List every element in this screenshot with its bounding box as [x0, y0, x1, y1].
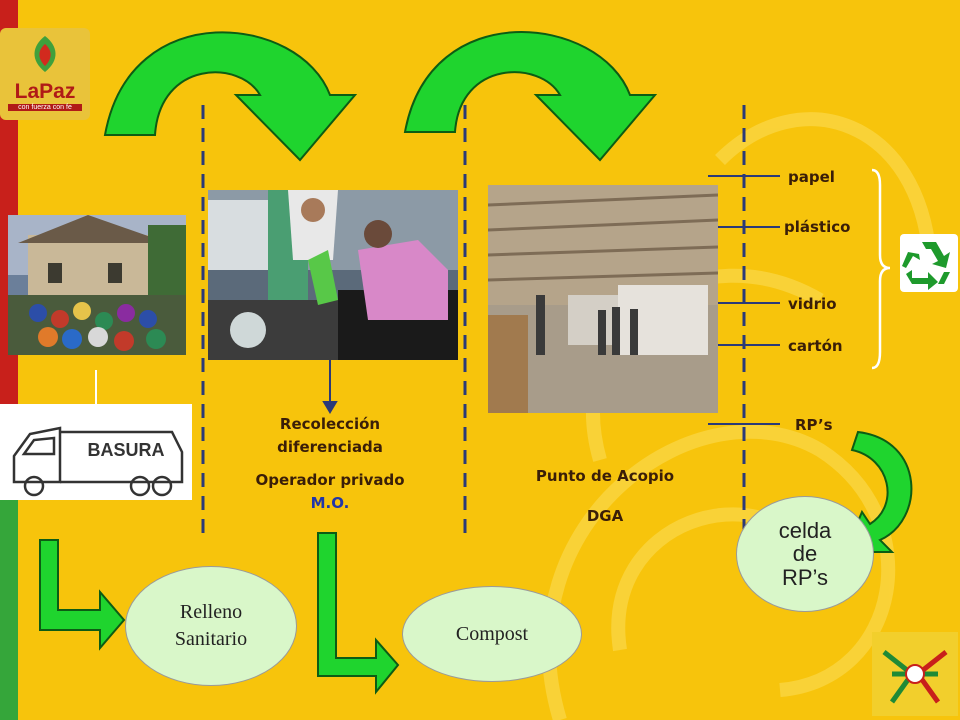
- node-compost: Compost: [402, 586, 582, 682]
- lapaz-logo: LaPaz con fuerza con fe: [0, 28, 90, 120]
- arrow-top-1: [103, 31, 358, 162]
- celda-line1: celda: [778, 518, 832, 544]
- node-relleno-sanitario: Relleno Sanitario: [125, 566, 297, 686]
- collection-label: Recolección diferenciada Operador privad…: [220, 413, 440, 515]
- arrow-bottom-1: [39, 539, 126, 651]
- collection-line2: diferenciada: [277, 438, 383, 456]
- material-vidrio: vidrio: [788, 295, 837, 313]
- material-brace: [871, 168, 891, 370]
- collection-line4: M.O.: [310, 494, 350, 512]
- material-papel: papel: [788, 168, 835, 186]
- recycle-icon: [900, 234, 958, 292]
- truck-label: BASURA: [87, 440, 165, 460]
- material-carton: cartón: [788, 337, 843, 355]
- collection-point-label: Punto de Acopio DGA: [495, 456, 715, 536]
- photo-community: [8, 215, 186, 355]
- node-celda-rps: celda de RP’s: [736, 496, 874, 612]
- truck-panel: BASURA: [0, 404, 192, 500]
- collection-point-line1: Punto de Acopio: [535, 467, 675, 485]
- truck-icon: [12, 426, 184, 497]
- logo-emblem-icon: [34, 36, 56, 72]
- logo-title: LaPaz: [14, 80, 76, 103]
- photo-warehouse: [488, 185, 718, 413]
- emblem-icon: [872, 632, 958, 716]
- collection-point-line2: DGA: [586, 507, 624, 525]
- relleno-line1: Relleno: [179, 601, 243, 623]
- celda-line2: de: [792, 541, 818, 567]
- green-stripe: [0, 470, 18, 720]
- arrow-bottom-2: [317, 532, 400, 695]
- compost-label: Compost: [455, 622, 529, 645]
- celda-line3: RP’s: [781, 564, 829, 590]
- pointer-collection-head: [322, 401, 338, 414]
- rps-label: RP’s: [795, 416, 833, 434]
- collection-line3: Operador privado: [255, 471, 405, 489]
- photo-collection: [208, 190, 458, 360]
- logo-subtitle: con fuerza con fe: [8, 104, 82, 111]
- collection-line1: Recolección: [279, 415, 381, 433]
- arrow-top-2: [403, 31, 658, 162]
- material-plastico: plástico: [784, 218, 851, 236]
- relleno-line2: Sanitario: [174, 628, 248, 650]
